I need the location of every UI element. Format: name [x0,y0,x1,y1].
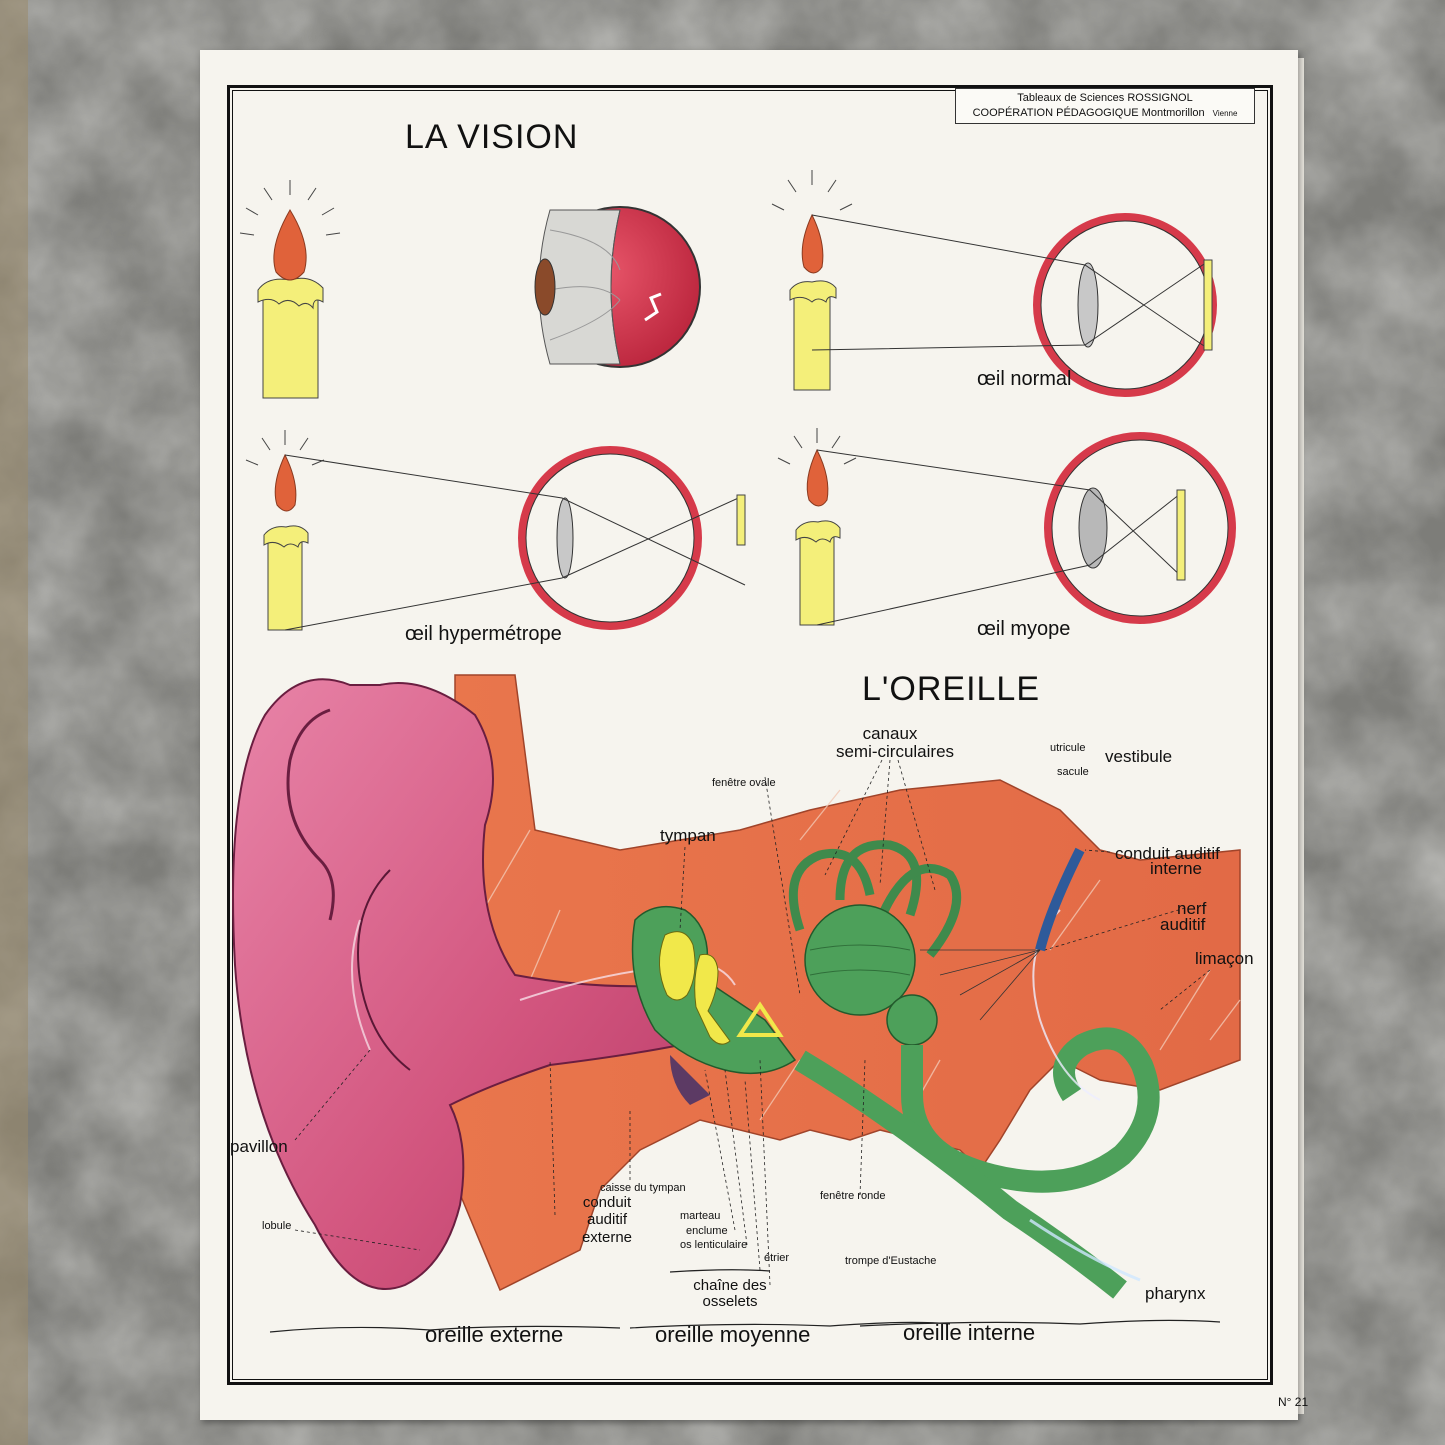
candle-illustration-3 [245,430,325,631]
candle-illustration-4 [777,428,857,626]
outer-frame [227,85,1273,1385]
label-tympan: tympan [660,826,716,845]
label-canaux: canaux [862,724,918,743]
label-pharynx: pharynx [1145,1284,1206,1303]
region-oreille-externe: oreille externe [425,1322,564,1347]
label-osselets: osselets [702,1293,758,1310]
label-marteau: marteau [680,1210,721,1222]
caption-oeil-normal: œil normal [977,368,1072,390]
label-fenetre-ovale: fenêtre ovale [712,777,776,789]
plate-number: N° 21 [1278,1395,1309,1409]
label-fenetre-ronde: fenêtre ronde [820,1190,886,1202]
label-caisse-du-tympan: caisse du tympan [600,1182,686,1194]
label-conduit-externe-2: auditif [586,1211,628,1228]
publisher-box: Tableaux de Sciences ROSSIGNOL COOPÉRATI… [955,88,1255,124]
label-enclume: enclume [686,1225,728,1237]
ear-diagram [232,674,1241,1333]
label-trompe-eustache: trompe d'Eustache [845,1255,937,1267]
eye-hypermetrope [284,446,746,631]
publisher-line2-suffix: Vienne [1212,109,1238,118]
label-nerf: nerf [1177,899,1207,918]
region-oreille-interne: oreille interne [903,1320,1036,1345]
label-pavillon: pavillon [230,1137,288,1156]
label-utricule: utricule [1050,742,1086,754]
label-conduit-externe-1: conduit [582,1194,632,1211]
label-etrier: étrier [764,1252,790,1264]
candle-illustration-2 [771,170,853,391]
label-vestibule: vestibule [1105,747,1173,766]
eye-cross-section [534,206,701,368]
label-sacule: sacule [1057,766,1089,778]
label-semi-circulaires: semi-circulaires [835,742,955,761]
vision-title: LA VISION [405,118,579,156]
eye-myope [816,432,1236,626]
label-conduit-externe-3: externe [581,1229,633,1246]
eye-normal [811,213,1217,397]
label-chaine-des: chaîne des [693,1277,767,1294]
science-poster: Tableaux de Sciences ROSSIGNOL COOPÉRATI… [200,50,1308,1420]
caption-oeil-hypermetrope: œil hypermétrope [405,623,562,645]
label-conduit-auditif-interne-2: interne [1150,859,1202,878]
inner-frame [232,90,1268,1380]
label-auditif: auditif [1160,915,1206,934]
publisher-line1: Tableaux de Sciences ROSSIGNOL [1017,92,1193,104]
illustrations [232,170,1241,1333]
caption-oeil-myope: œil myope [977,618,1071,640]
publisher-line2: COOPÉRATION PÉDAGOGIQUE Montmorillon [972,107,1205,119]
ear-title: L'OREILLE [862,670,1041,708]
candle-illustration-1 [239,180,341,399]
label-lobule: lobule [262,1220,292,1232]
label-limacon: limaçon [1195,949,1254,968]
label-conduit-auditif-interne-1: conduit auditif [1115,844,1220,863]
label-os-lenticulaire: os lenticulaire [680,1239,748,1251]
region-oreille-moyenne: oreille moyenne [655,1322,811,1347]
